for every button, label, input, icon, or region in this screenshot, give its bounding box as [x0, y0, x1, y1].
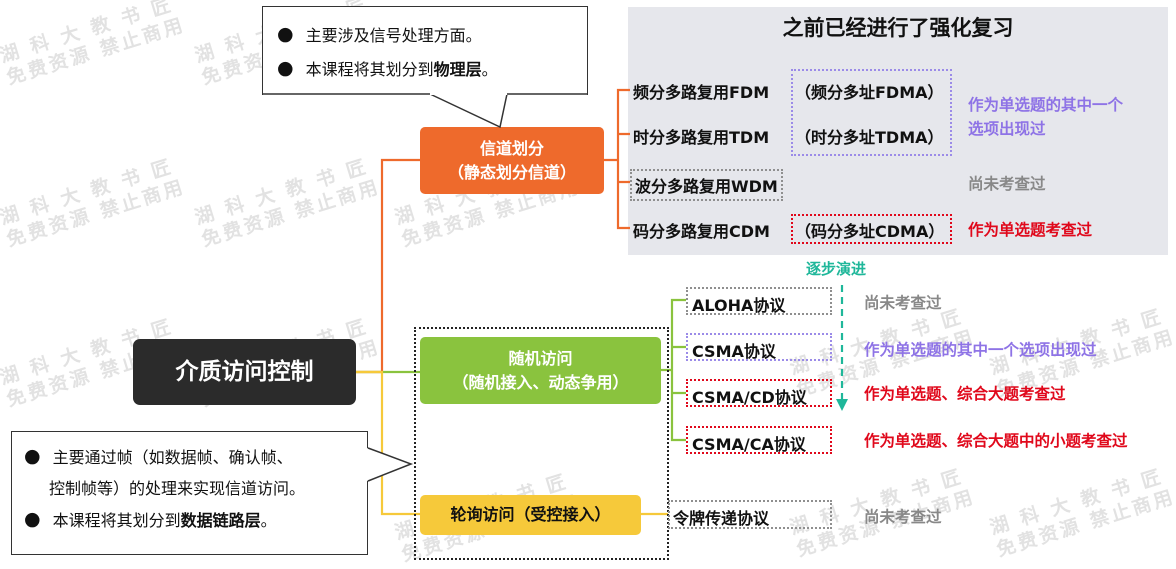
- leaf-wdm: 波分多路复用WDM: [630, 169, 783, 201]
- note-cdm: 作为单选题考查过: [968, 221, 1093, 239]
- note-fdm-tdm: 作为单选题的其中一个选项出现过: [968, 96, 1124, 138]
- leaf-cdm: 码分多路复用CDM: [633, 222, 770, 241]
- node-channel-partition: 信道划分（静态划分信道）: [420, 127, 604, 194]
- leaf-csma-cd: CSMA/CD协议: [686, 379, 832, 407]
- leaf-cdma: （码分多址CDMA）: [791, 214, 952, 244]
- leaf-tdma: （时分多址TDMA）: [795, 128, 944, 147]
- fdma-tdma-highlight-box: [791, 69, 952, 156]
- note-wdm: 尚未考查过: [968, 175, 1046, 193]
- leaf-csma-ca: CSMA/CA协议: [686, 426, 832, 454]
- leaf-csma: CSMA协议: [686, 333, 832, 361]
- bottom-callout: ●主要通过帧（如数据帧、确认帧、 控制帧等）的处理来实现信道访问。 ●本课程将其…: [11, 431, 368, 555]
- bottom-callout-item: ●本课程将其划分到数据链路层。: [24, 508, 277, 530]
- top-callout: ●主要涉及信号处理方面。 ●本课程将其划分到物理层。: [262, 6, 588, 95]
- note-csma: 作为单选题的其中一个选项出现过: [864, 341, 1097, 359]
- panel-title: 之前已经进行了强化复习: [782, 16, 1014, 40]
- leaf-aloha: ALOHA协议: [686, 287, 832, 315]
- leaf-fdm: 频分多路复用FDM: [633, 83, 770, 102]
- top-callout-item: ●主要涉及信号处理方面。: [277, 23, 482, 45]
- bottom-callout-item: ●主要通过帧（如数据帧、确认帧、: [24, 444, 293, 467]
- top-callout-item: ●本课程将其划分到物理层。: [277, 57, 498, 79]
- note-csma-ca: 作为单选题、综合大题中的小题考查过: [864, 432, 1128, 450]
- note-csma-cd: 作为单选题、综合大题考查过: [864, 385, 1066, 403]
- review-panel: [628, 7, 1168, 255]
- bottom-callout-item-cont: 控制帧等）的处理来实现信道访问。: [49, 478, 306, 498]
- leaf-tdm: 时分多路复用TDM: [633, 128, 770, 147]
- note-aloha: 尚未考查过: [864, 294, 942, 312]
- leaf-fdma: （频分多址FDMA）: [795, 83, 944, 102]
- leaf-token-passing: 令牌传递协议: [668, 500, 832, 529]
- label-gradual-evolution: 逐步演进: [806, 260, 867, 278]
- random-polling-group-box: [414, 327, 669, 560]
- node-random-access: 随机访问（随机接入、动态争用）: [420, 337, 661, 404]
- node-polling-access: 轮询访问（受控接入）: [420, 495, 641, 535]
- central-node-media-access-control: 介质访问控制: [133, 339, 356, 405]
- note-token-passing: 尚未考查过: [864, 508, 942, 526]
